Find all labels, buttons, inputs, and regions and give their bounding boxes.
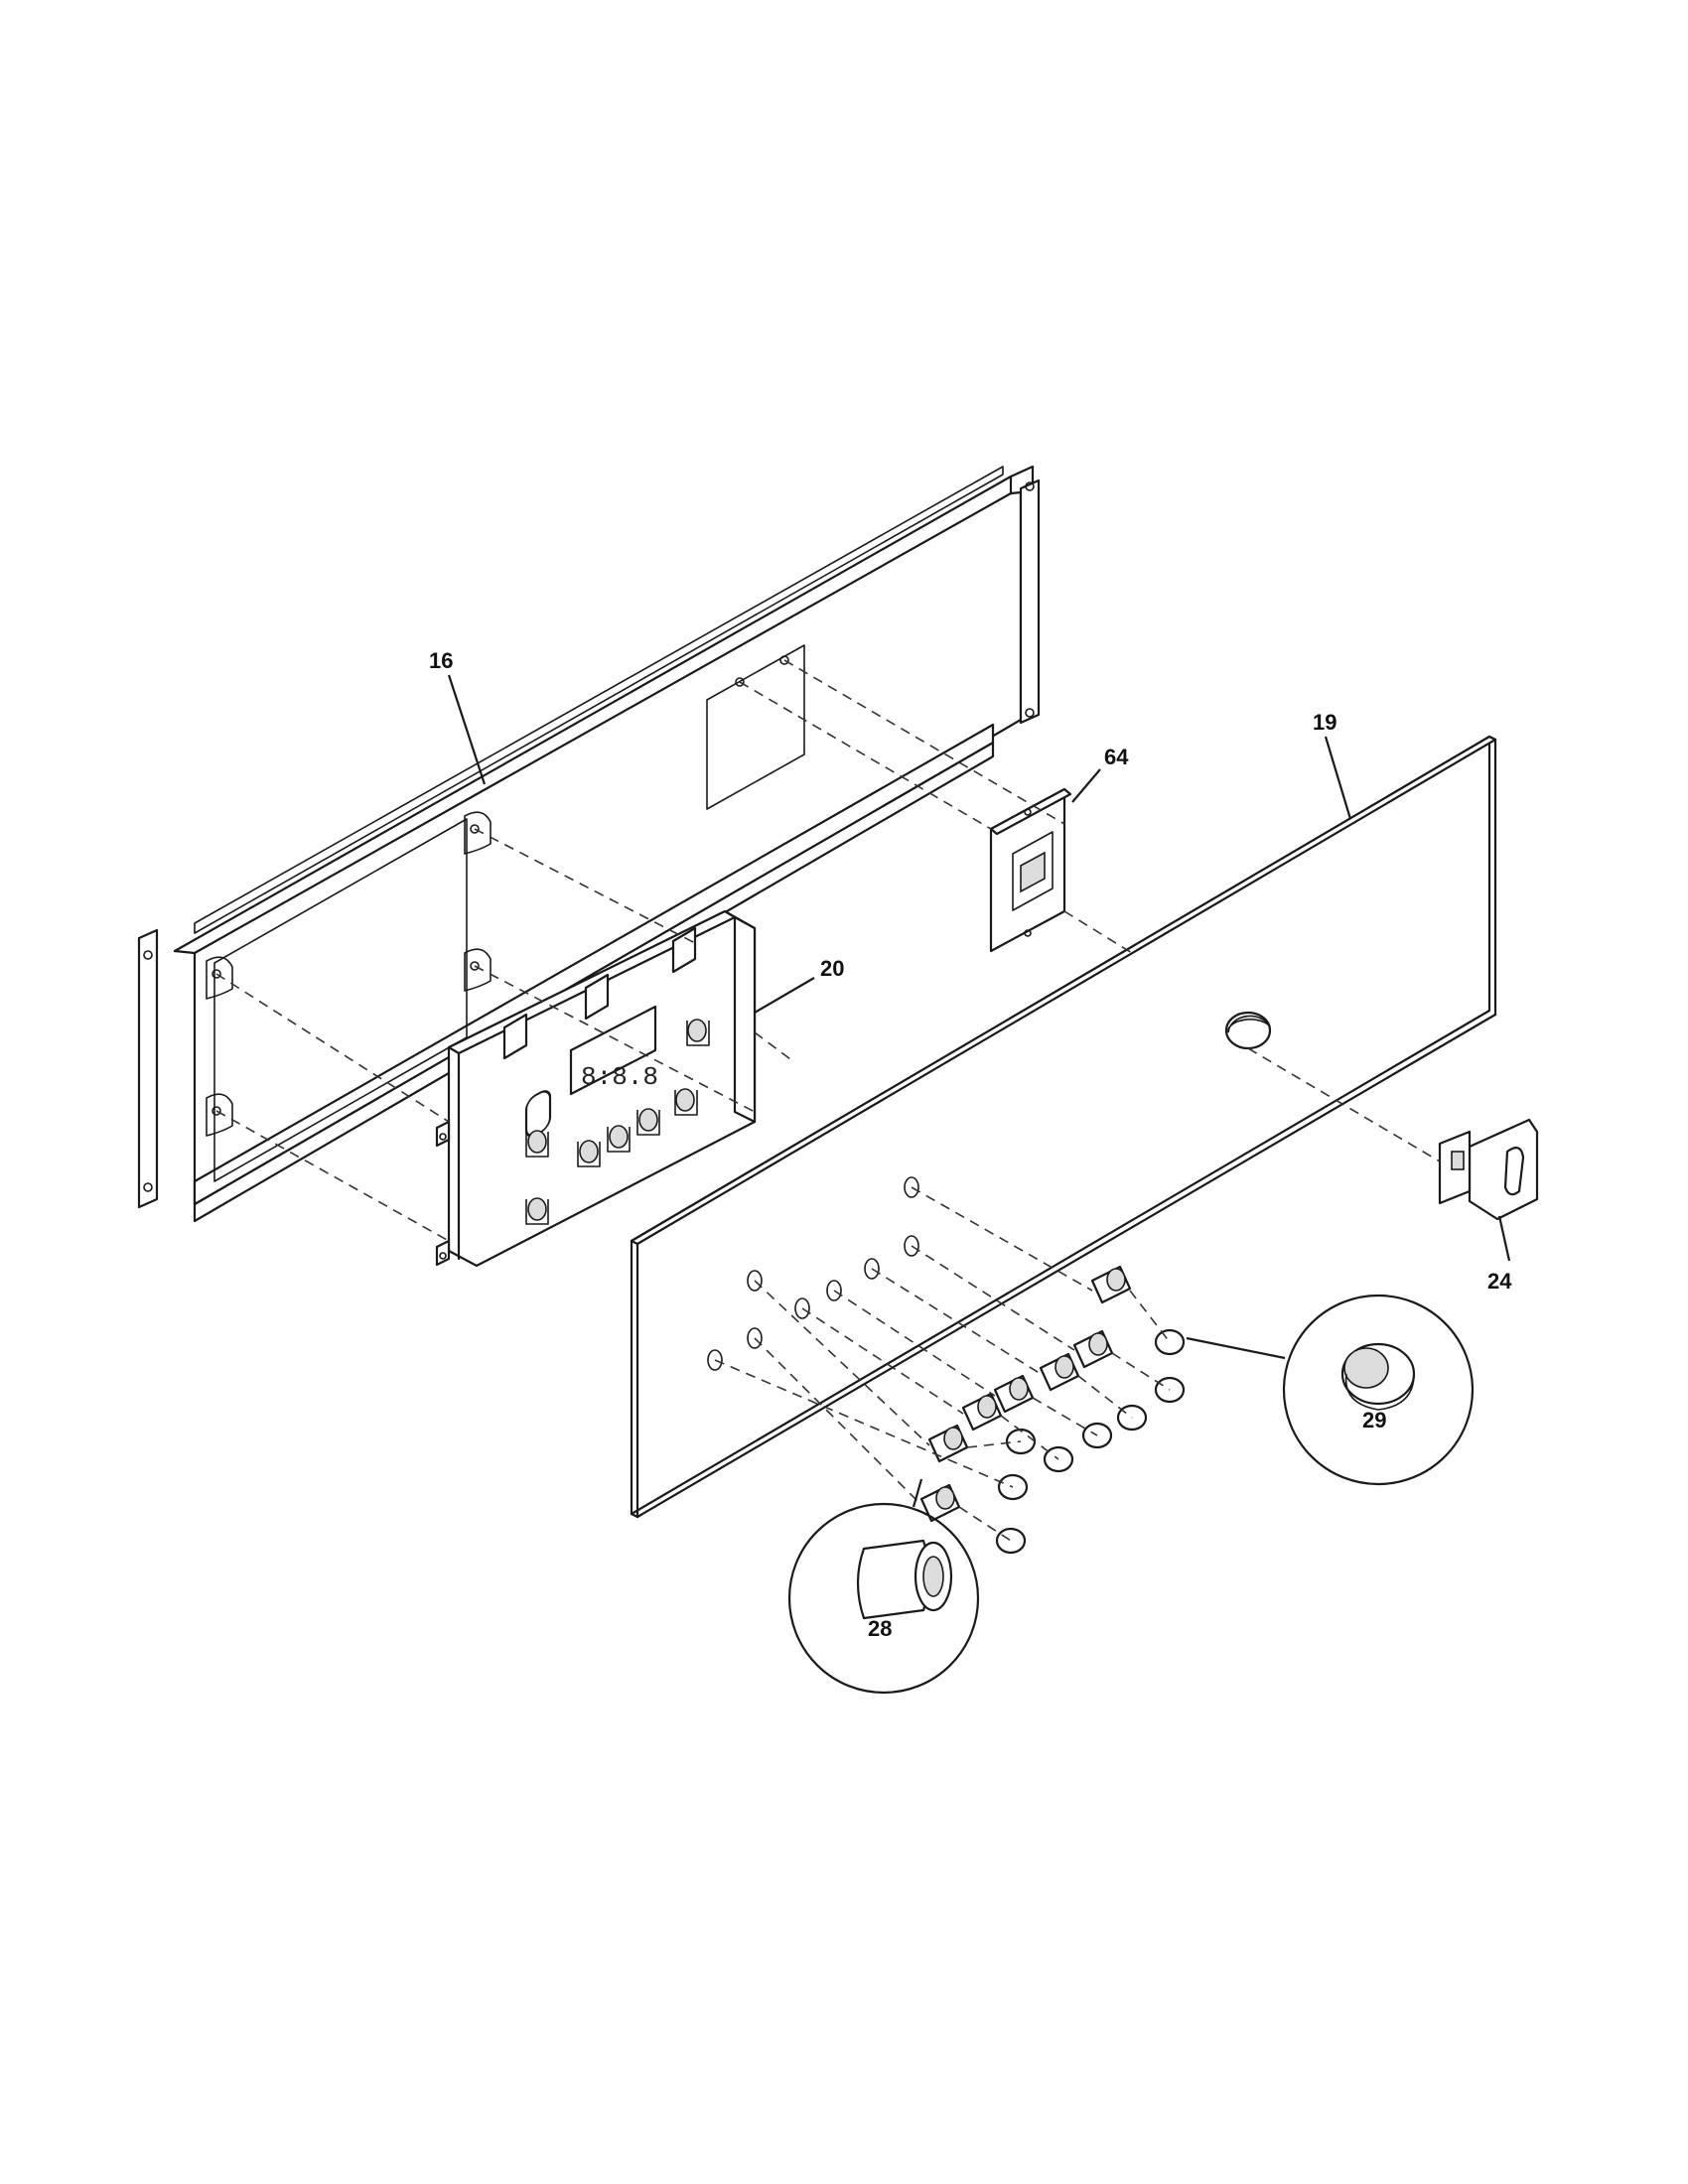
callout-20: 20 [820,956,844,981]
callout-64: 64 [1104,745,1129,769]
callout-19: 19 [1313,710,1336,735]
control-keypad [524,1019,710,1225]
control-bracket [989,787,1072,953]
callout-labels: 16 19 64 20 24 29 28 [429,648,1512,1641]
electronic-oven-control: 8:8.8 [435,909,757,1268]
alignment-lines [215,659,1441,1542]
button-holes [707,1176,919,1371]
button-sleeves [919,1265,1132,1523]
detail-circle-28 [787,1502,980,1695]
callout-24: 24 [1487,1269,1512,1294]
leader-lines [447,674,1511,1508]
callout-16: 16 [429,648,453,673]
svg-text:8:8.8: 8:8.8 [581,1062,658,1092]
callout-29: 29 [1362,1408,1386,1433]
callout-28: 28 [868,1616,892,1641]
front-overlay-panel [630,735,1497,1519]
detail-circle-29 [1282,1294,1475,1486]
rocker-switch [1438,1118,1539,1221]
